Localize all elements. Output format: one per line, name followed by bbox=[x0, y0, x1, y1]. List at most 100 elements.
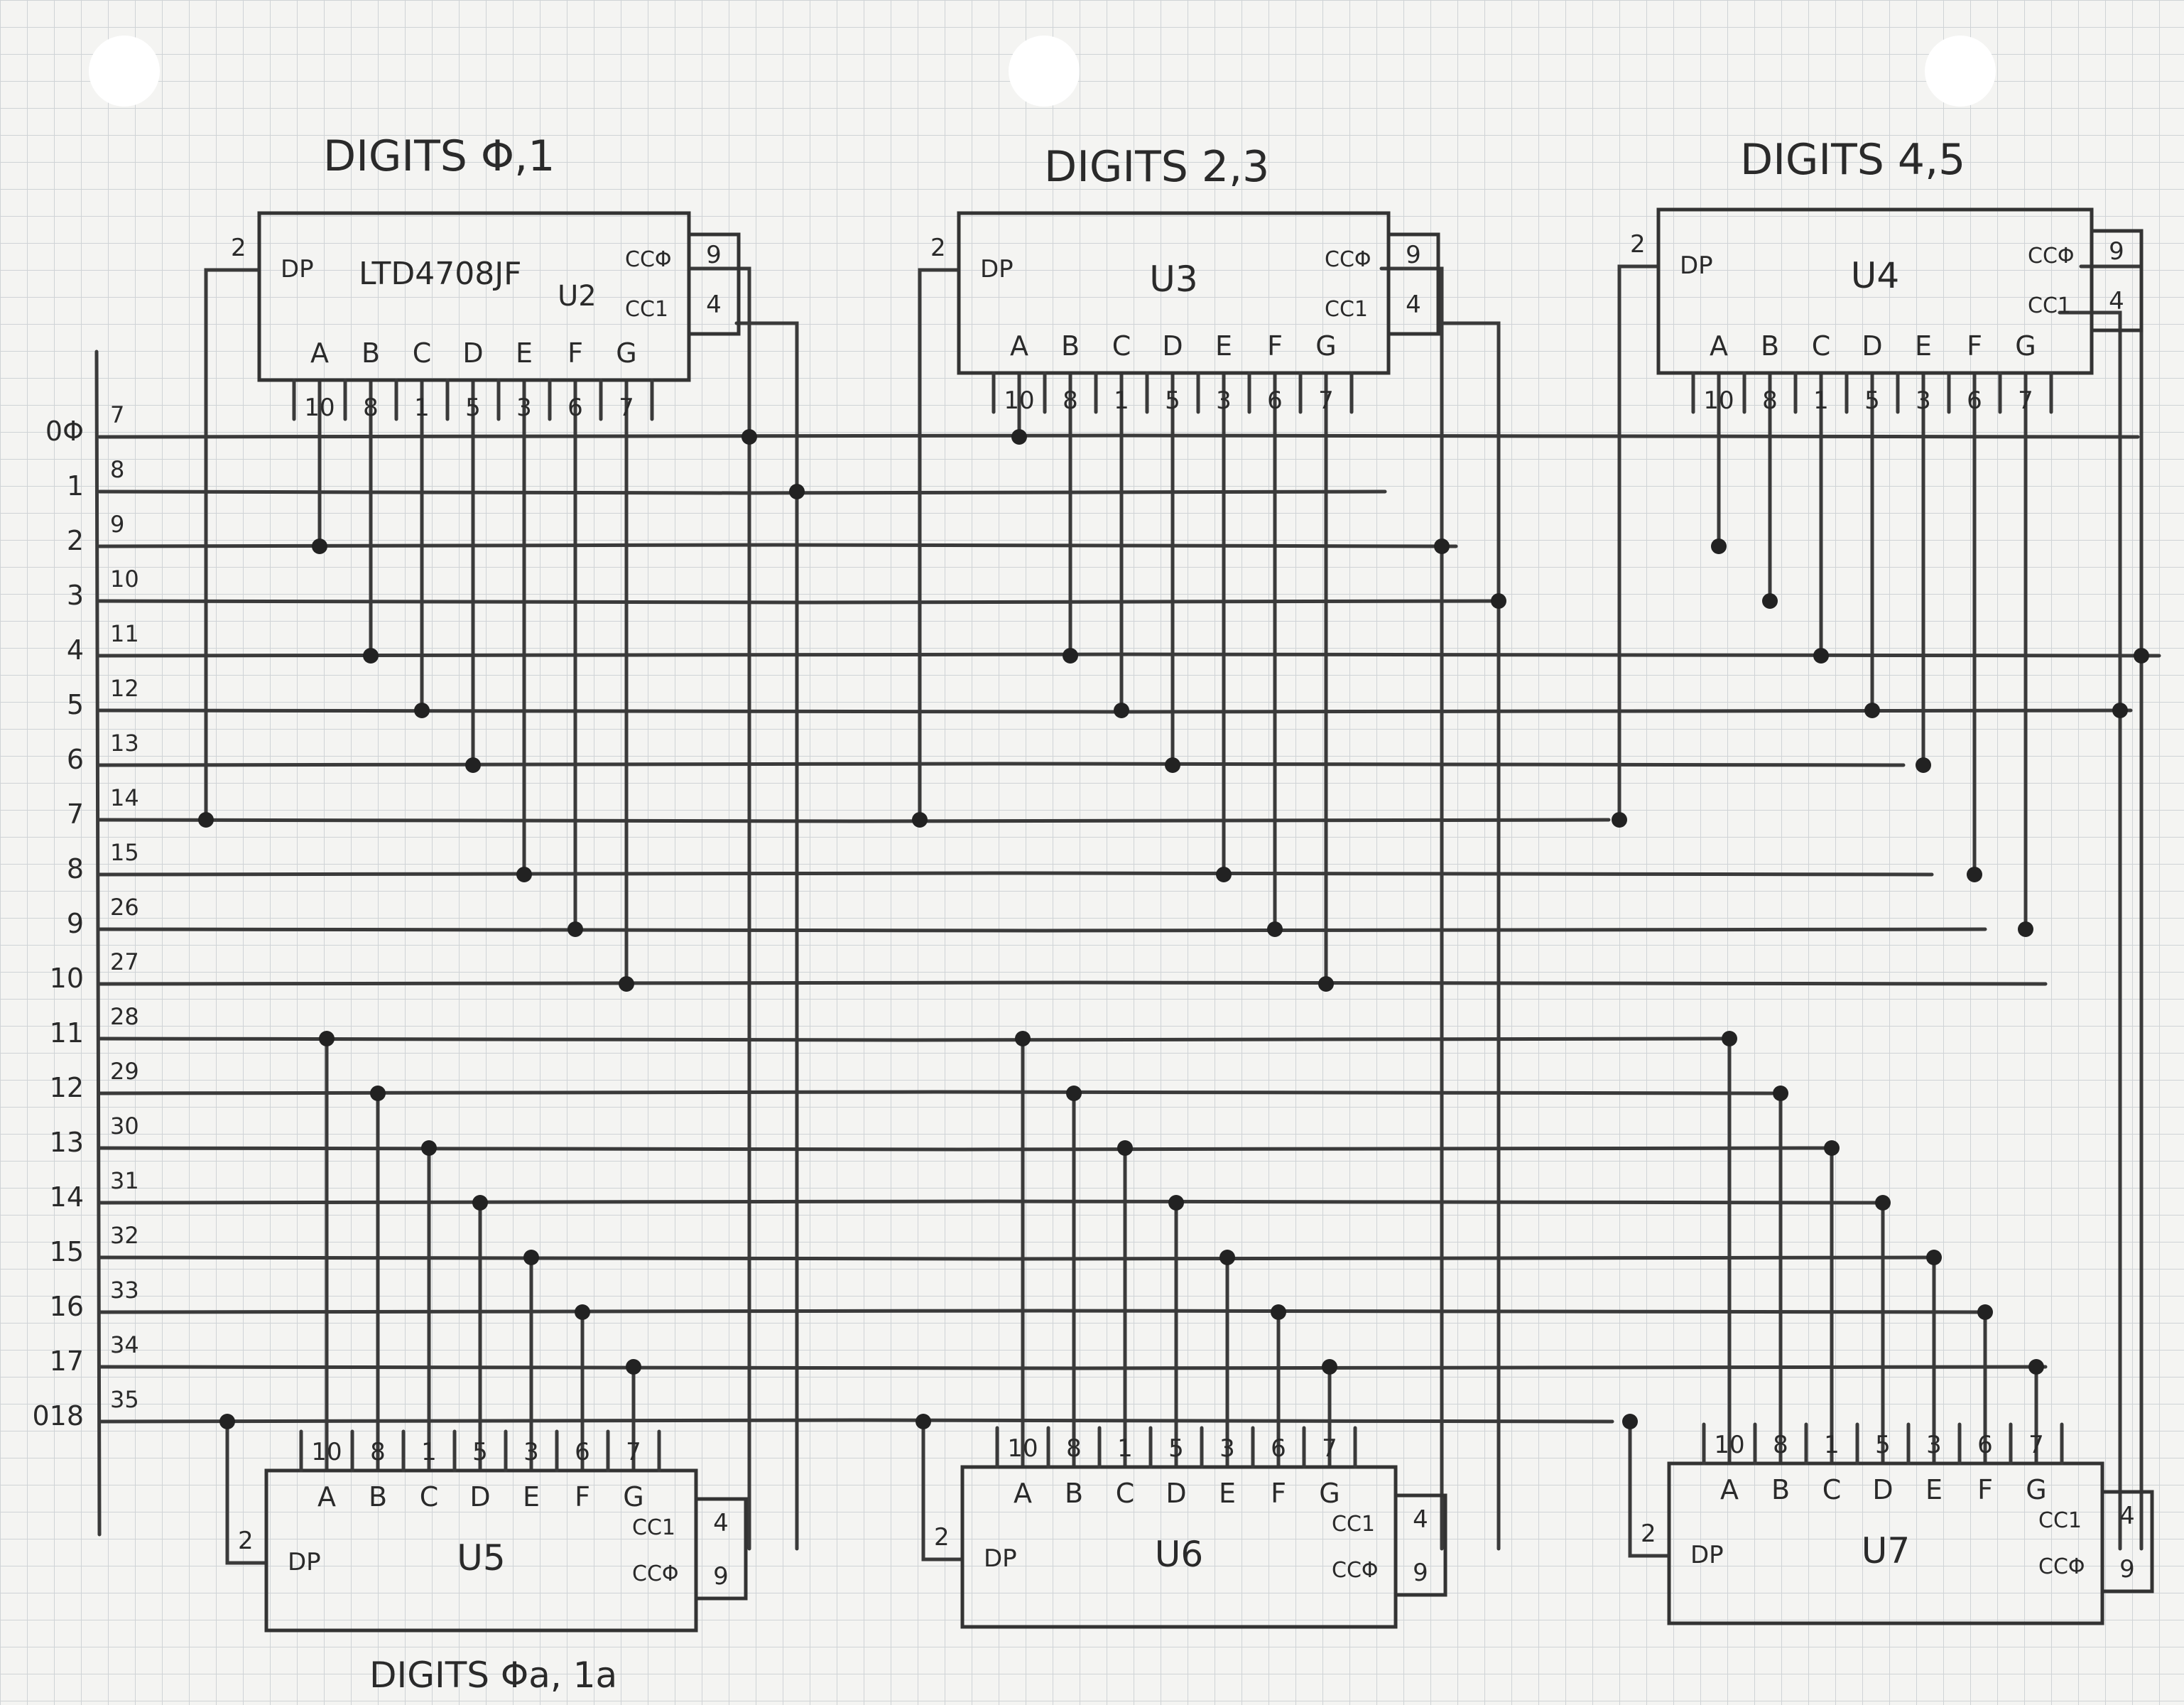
segment-pin-number: 6 bbox=[567, 394, 583, 422]
junction-dot bbox=[619, 976, 634, 992]
net-line bbox=[97, 818, 1611, 823]
connector-pin-number: 13 bbox=[110, 730, 139, 757]
segment-pin-number: 7 bbox=[2018, 386, 2033, 415]
junction-dot bbox=[789, 484, 805, 499]
segment-pin-number: 10 bbox=[1007, 1434, 1038, 1463]
junction-dot bbox=[2134, 648, 2149, 664]
junction-dot bbox=[370, 1086, 386, 1101]
segment-pin-number: 5 bbox=[1875, 1431, 1891, 1459]
segment-pin-number: 7 bbox=[626, 1438, 641, 1466]
chip-reference: U3 bbox=[1149, 259, 1197, 300]
segment-pin-number: 8 bbox=[363, 394, 379, 422]
net-line bbox=[97, 927, 1987, 933]
cc1-pin-number: 4 bbox=[2119, 1502, 2135, 1530]
connector-pin-number: 29 bbox=[110, 1058, 139, 1085]
cc0-label: CCΦ bbox=[1325, 247, 1371, 272]
junction-dot bbox=[2112, 703, 2128, 718]
title-digits-2-3: DIGITS 2,3 bbox=[1044, 142, 1269, 192]
connector-pin-number: 15 bbox=[110, 839, 139, 866]
segment-pin-number: 1 bbox=[1824, 1431, 1840, 1459]
segment-pin-number: 10 bbox=[1004, 386, 1034, 415]
junction-dot bbox=[1011, 429, 1027, 445]
junction-dot bbox=[1063, 648, 1078, 664]
net-line bbox=[97, 762, 1906, 767]
net-line bbox=[97, 1309, 1991, 1314]
binder-hole-middle bbox=[1009, 36, 1080, 107]
segment-letter: G bbox=[616, 337, 636, 369]
segment-letter: G bbox=[1319, 1478, 1340, 1509]
junction-dot bbox=[198, 812, 214, 828]
connector-pin-number: 32 bbox=[110, 1222, 139, 1249]
connector-pin-number: 31 bbox=[110, 1167, 139, 1194]
cc1-label: CC1 bbox=[632, 1515, 675, 1540]
net-label: 17 bbox=[50, 1346, 84, 1377]
junction-dot bbox=[1165, 757, 1180, 773]
net-label: 11 bbox=[50, 1017, 84, 1049]
junction-dot bbox=[2018, 921, 2033, 937]
connector-bus-line bbox=[94, 350, 102, 1537]
segment-pin-number: 1 bbox=[1114, 386, 1129, 415]
junction-dot bbox=[1271, 1304, 1286, 1320]
junction-dot bbox=[1015, 1031, 1031, 1046]
segment-pin-number: 6 bbox=[1967, 386, 1982, 415]
junction-dot bbox=[1813, 648, 1829, 664]
junction-dot bbox=[916, 1414, 931, 1429]
dp-wire bbox=[204, 268, 261, 822]
junction-dot bbox=[1267, 921, 1283, 937]
title-digits-0-1: DIGITS Φ,1 bbox=[323, 131, 555, 181]
junction-dot bbox=[1875, 1195, 1891, 1211]
cc-pin-box bbox=[694, 1497, 748, 1601]
junction-dot bbox=[1322, 1359, 1337, 1375]
junction-dot bbox=[1117, 1140, 1133, 1156]
segment-letter: G bbox=[1315, 330, 1336, 362]
cc1-pin-number: 4 bbox=[713, 1509, 729, 1537]
dp-label: DP bbox=[984, 1544, 1017, 1573]
segment-letter: A bbox=[1720, 1474, 1739, 1505]
cc0-pin-number: 9 bbox=[713, 1562, 729, 1591]
segment-letter: B bbox=[1061, 330, 1080, 362]
segment-pin-number: 8 bbox=[370, 1438, 386, 1466]
net-label: 2 bbox=[67, 525, 84, 556]
cc-pin-box bbox=[2100, 1490, 2154, 1593]
junction-dot bbox=[1434, 538, 1450, 554]
junction-dot bbox=[516, 867, 532, 882]
segment-letter: C bbox=[1116, 1478, 1135, 1509]
segment-letter: E bbox=[1915, 330, 1932, 362]
dp-wire bbox=[921, 1419, 965, 1561]
dp-wire bbox=[918, 268, 961, 822]
segment-pin-number: 3 bbox=[1926, 1431, 1942, 1459]
segment-letter: A bbox=[1014, 1478, 1032, 1509]
net-label: 6 bbox=[67, 744, 84, 775]
segment-pin-number: 7 bbox=[619, 394, 634, 422]
cc0-label: CCΦ bbox=[2028, 244, 2075, 269]
net-line bbox=[97, 1255, 1934, 1261]
dp-label: DP bbox=[980, 255, 1014, 283]
junction-dot bbox=[421, 1140, 437, 1156]
net-label: 0Φ bbox=[45, 416, 84, 447]
junction-dot bbox=[363, 648, 379, 664]
cc0-label: CCΦ bbox=[625, 247, 672, 272]
junction-dot bbox=[1722, 1031, 1737, 1046]
net-line bbox=[97, 1199, 1884, 1205]
segment-pin-number: 6 bbox=[575, 1438, 590, 1466]
segment-letter: C bbox=[1812, 330, 1831, 362]
cc-pin-box bbox=[1393, 1493, 1447, 1597]
segment-letter: C bbox=[420, 1481, 439, 1512]
dp-label: DP bbox=[288, 1548, 321, 1576]
segment-letter: D bbox=[1166, 1478, 1186, 1509]
cc1-label: CC1 bbox=[1332, 1512, 1375, 1537]
dp-pin-number: 2 bbox=[934, 1523, 950, 1552]
segment-letter: D bbox=[1162, 330, 1183, 362]
title-digits-0a-1a: DIGITS Φa, 1a bbox=[369, 1655, 617, 1696]
junction-dot bbox=[1066, 1086, 1082, 1101]
segment-pin-number: 7 bbox=[1322, 1434, 1337, 1463]
net-label: 9 bbox=[67, 908, 84, 939]
net-line bbox=[97, 433, 2140, 439]
connector-pin-numbers: 7 8 9 10 11 12 13 14 15 26 27 28 29 30 3… bbox=[110, 401, 139, 1413]
segment-letter: G bbox=[2026, 1474, 2046, 1505]
cc-wire bbox=[1379, 266, 1444, 548]
net-label: 12 bbox=[50, 1072, 84, 1103]
